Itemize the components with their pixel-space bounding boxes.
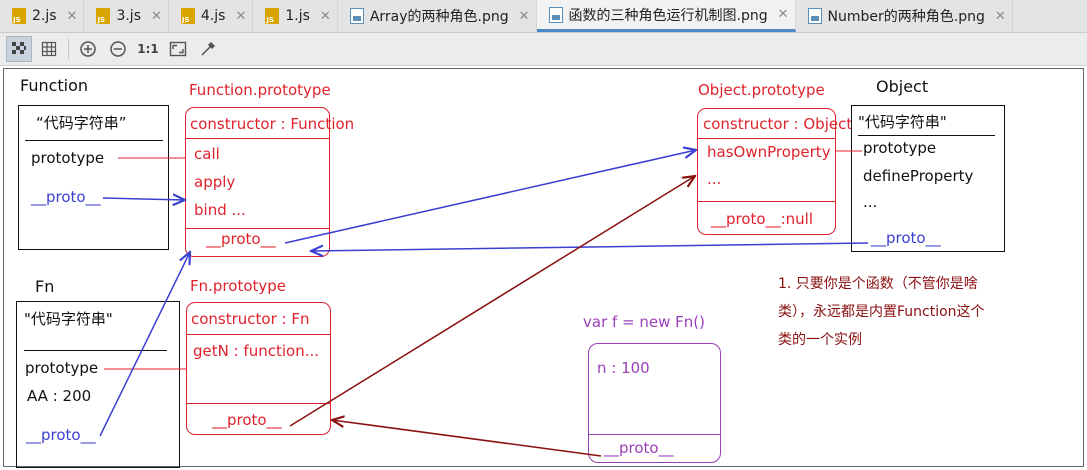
- fn-prototype-constructor: constructor : Fn: [191, 310, 310, 328]
- instance-f-box: [588, 343, 721, 463]
- fn-code-string: "代码字符串": [24, 310, 113, 328]
- fn-object-box: [16, 301, 180, 468]
- function-prototype-key: prototype: [31, 149, 105, 167]
- function-proto-arrow: [102, 198, 185, 200]
- object-proto-arrow: [311, 242, 869, 251]
- tab-3-js[interactable]: 3.js ✕: [84, 0, 169, 32]
- function-prototype-box: [185, 107, 330, 257]
- object-prototype-constructor: constructor : Object: [703, 115, 853, 133]
- function-prototype-title: Function.prototype: [189, 81, 331, 99]
- chessboard-icon[interactable]: [6, 36, 32, 62]
- object-prototype-ellipsis: ...: [707, 170, 722, 188]
- tab-function-roles-png[interactable]: 函数的三种角色运行机制图.png ✕: [536, 0, 796, 32]
- toolbar-separator: [68, 39, 69, 59]
- instance-proto-arrow: [332, 420, 602, 457]
- instance-f-title: var f = new Fn(): [583, 313, 705, 331]
- tab-label: 1.js: [285, 8, 310, 24]
- zoom-out-icon[interactable]: [105, 36, 131, 62]
- divider: [24, 350, 167, 351]
- close-icon[interactable]: ✕: [777, 7, 789, 22]
- zoom-in-icon[interactable]: [75, 36, 101, 62]
- function-prototype-proto-arrow: [284, 150, 696, 244]
- fn-prototype-key: prototype: [25, 359, 99, 377]
- function-object-box: [18, 105, 169, 250]
- note-line-1: 1. 只要你是个函数（不管你是啥: [778, 276, 978, 292]
- js-file-icon: [96, 8, 111, 24]
- tab-label: 2.js: [32, 8, 57, 24]
- image-frame: [3, 68, 1084, 467]
- fn-title: Fn: [35, 277, 55, 296]
- function-title: Function: [20, 76, 89, 95]
- tab-label: 4.js: [200, 8, 226, 24]
- image-viewer-toolbar: 1:1: [0, 33, 1087, 66]
- tab-1-js[interactable]: 1.js ✕: [253, 0, 338, 32]
- fn-prototype-title: Fn.prototype: [190, 277, 287, 295]
- object-code-string: "代码字符串": [858, 113, 947, 131]
- object-prototype-proto-null: __proto__:null: [711, 210, 813, 228]
- image-file-icon: [548, 6, 563, 23]
- method-getn: getN : function...: [193, 342, 320, 360]
- function-prototype-proto-key: __proto__: [206, 230, 276, 248]
- method-call: call: [194, 145, 220, 163]
- method-apply: apply: [194, 173, 236, 191]
- image-file-icon: [807, 8, 822, 24]
- divider: [186, 228, 329, 229]
- object-prototype-box: [697, 108, 836, 235]
- tab-label: 函数的三种角色运行机制图.png: [568, 7, 768, 24]
- object-prototype-key: prototype: [863, 139, 937, 157]
- object-box: [851, 105, 1005, 252]
- close-icon[interactable]: ✕: [66, 8, 78, 24]
- fn-proto-arrow: [99, 252, 190, 437]
- method-bind: bind ...: [194, 201, 246, 219]
- object-define-property: defineProperty: [863, 167, 974, 185]
- grid-icon[interactable]: [36, 36, 62, 62]
- note-line-3: 类的一个实例: [778, 332, 862, 348]
- fit-to-window-icon[interactable]: [165, 36, 191, 62]
- function-code-string: “代码字符串”: [36, 114, 127, 132]
- tab-2-js[interactable]: 2.js ✕: [0, 0, 85, 32]
- instance-proto-key: __proto__: [604, 439, 674, 457]
- divider: [858, 135, 995, 136]
- object-prototype-title: Object.prototype: [698, 81, 825, 99]
- close-icon[interactable]: ✕: [994, 8, 1006, 24]
- close-icon[interactable]: ✕: [235, 8, 247, 24]
- fn-prototype-proto-arrow: [289, 176, 695, 427]
- divider: [25, 140, 163, 141]
- color-picker-icon[interactable]: [195, 36, 221, 62]
- function-proto-key: __proto__: [31, 188, 101, 206]
- object-proto-key: __proto__: [871, 229, 941, 247]
- instance-n-property: n : 100: [597, 359, 650, 377]
- js-file-icon: [180, 8, 195, 24]
- fn-static-aa: AA : 200: [27, 387, 92, 405]
- editor-tab-bar: 2.js ✕ 3.js ✕ 4.js ✕ 1.js ✕ Array的两种角色.p…: [0, 0, 1087, 33]
- tab-label: Array的两种角色.png: [369, 9, 509, 25]
- tab-array-png[interactable]: Array的两种角色.png ✕: [338, 0, 537, 32]
- divider: [589, 434, 720, 435]
- object-title: Object: [876, 77, 929, 96]
- close-icon[interactable]: ✕: [518, 8, 530, 24]
- divider: [187, 403, 330, 404]
- fn-prototype-proto-key: __proto__: [212, 411, 282, 429]
- divider: [186, 138, 329, 139]
- js-file-icon: [12, 8, 26, 24]
- divider: [698, 138, 835, 139]
- divider: [187, 334, 330, 335]
- close-icon[interactable]: ✕: [319, 8, 331, 24]
- js-file-icon: [265, 8, 280, 24]
- tab-label: Number的两种角色.png: [827, 9, 985, 25]
- tab-number-png[interactable]: Number的两种角色.png ✕: [796, 0, 1013, 32]
- actual-size-icon[interactable]: 1:1: [137, 42, 159, 56]
- object-ellipsis: ...: [863, 193, 878, 211]
- method-has-own-property: hasOwnProperty: [707, 143, 831, 161]
- tab-4-js[interactable]: 4.js ✕: [169, 0, 254, 32]
- function-prototype-constructor: constructor : Function: [190, 115, 355, 133]
- note-line-2: 类），永远都是内置Function这个: [778, 304, 985, 320]
- divider: [698, 201, 835, 202]
- image-file-icon: [349, 8, 364, 24]
- tab-label: 3.js: [116, 8, 141, 24]
- close-icon[interactable]: ✕: [151, 8, 162, 24]
- fn-proto-key: __proto__: [26, 426, 96, 444]
